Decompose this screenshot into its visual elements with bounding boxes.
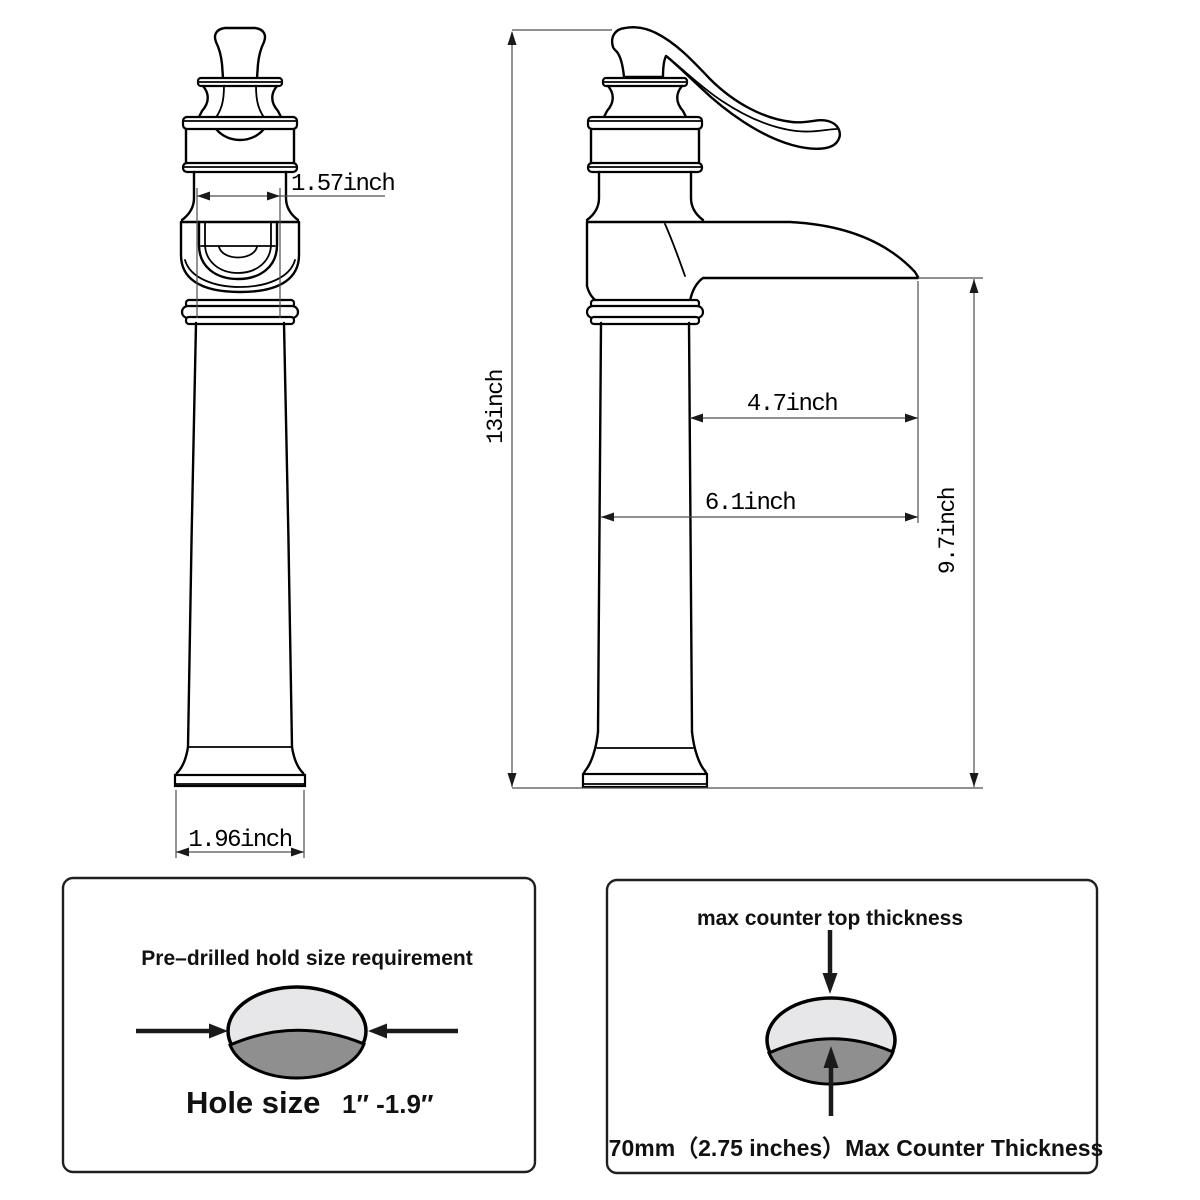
dim-label-base-width: 1.96inch xyxy=(188,827,291,854)
arrow-up-icon xyxy=(969,279,979,293)
side-body-junction-curve xyxy=(664,223,686,277)
front-neck-left xyxy=(197,84,209,119)
front-cylinder-top-rim xyxy=(181,115,299,131)
dim-label-total-projection: 6.1inch xyxy=(705,490,795,517)
arrow-right-icon xyxy=(267,191,280,201)
front-neck-right xyxy=(271,84,283,119)
front-base-plate xyxy=(173,773,307,788)
side-narrow-left xyxy=(585,170,601,222)
counter-thickness-bottom-label: 70mm（2.75 inches）Max Counter Thickness xyxy=(609,1135,1104,1161)
side-body-left xyxy=(585,220,600,304)
hole-size-value: 1″ -1.9″ xyxy=(342,1089,433,1119)
side-handle-lever xyxy=(611,26,841,150)
faucet-side-view xyxy=(581,26,920,789)
side-collar-bottom xyxy=(589,315,701,326)
dim-label-spout-reach: 4.7inch xyxy=(747,391,837,418)
side-base-flare-left xyxy=(582,730,600,775)
arrow-down-icon xyxy=(822,973,838,994)
dimension-spout-front-width: 1.57inch xyxy=(196,171,396,318)
dimension-total-height: 13inch xyxy=(483,29,612,787)
side-base-plate xyxy=(581,772,709,789)
counter-thickness-box: max counter top thickness 70mm（2.75 inch… xyxy=(605,878,1104,1175)
arrow-up-icon xyxy=(507,31,517,45)
front-spout-housing-inner-bottom xyxy=(184,259,296,288)
front-spout-dome xyxy=(218,246,258,259)
front-handle-knob xyxy=(213,26,267,80)
front-base-flare-left xyxy=(174,745,190,777)
side-column-left xyxy=(596,321,603,734)
front-spout-housing xyxy=(179,220,301,294)
pre-drilled-hole-box: Pre–drilled hold size requirement Hole s… xyxy=(61,876,537,1174)
faucet-front-view xyxy=(173,26,307,788)
side-base-flare-right xyxy=(690,730,708,775)
arrow-right-icon xyxy=(209,1023,228,1039)
dim-label-total-height: 13inch xyxy=(483,370,509,444)
hole-size-label: Hole size xyxy=(186,1085,320,1120)
dim-label-spout-front-width: 1.57inch xyxy=(291,171,394,198)
side-narrow-right xyxy=(689,170,705,222)
dimension-total-projection: 6.1inch xyxy=(601,490,918,522)
side-spout-bottom xyxy=(688,276,920,303)
arrow-right-icon xyxy=(905,512,918,522)
arrow-up-icon xyxy=(823,1046,839,1068)
front-narrow-left xyxy=(180,170,196,222)
hole-box-title: Pre–drilled hold size requirement xyxy=(141,947,472,970)
front-spout-channel-outer xyxy=(197,220,279,281)
dimension-base-width: 1.96inch xyxy=(175,790,305,858)
front-column-right xyxy=(282,321,294,749)
front-base-flare-right xyxy=(290,745,306,777)
arrow-left-icon xyxy=(176,847,189,857)
side-neck-left xyxy=(602,84,614,119)
side-cylinder-top-rim xyxy=(586,115,704,131)
side-handle-inner-line xyxy=(665,55,838,133)
front-spout-channel-inner xyxy=(204,221,272,274)
hole-inner-wall xyxy=(228,1028,366,1080)
arrow-left-icon xyxy=(601,512,614,522)
arrow-left-icon xyxy=(690,413,703,423)
arrow-down-icon xyxy=(969,773,979,787)
dim-label-spout-height: 9.7inch xyxy=(935,488,961,574)
arrow-right-icon xyxy=(905,413,918,423)
dimension-spout-height: 9.7inch xyxy=(918,277,983,787)
arrow-left-icon xyxy=(368,1023,387,1039)
arrow-down-icon xyxy=(507,773,517,787)
arrow-right-icon xyxy=(291,847,304,857)
front-collar-bottom xyxy=(184,315,296,326)
side-spout-top xyxy=(585,220,920,279)
counter-thickness-top-label: max counter top thickness xyxy=(697,907,963,930)
front-column-left xyxy=(186,321,198,749)
front-narrow-right xyxy=(284,170,300,222)
side-neck-right xyxy=(676,84,688,119)
arrow-left-icon xyxy=(197,191,210,201)
dimension-spout-reach: 4.7inch xyxy=(690,391,918,423)
side-column-right xyxy=(687,321,694,734)
